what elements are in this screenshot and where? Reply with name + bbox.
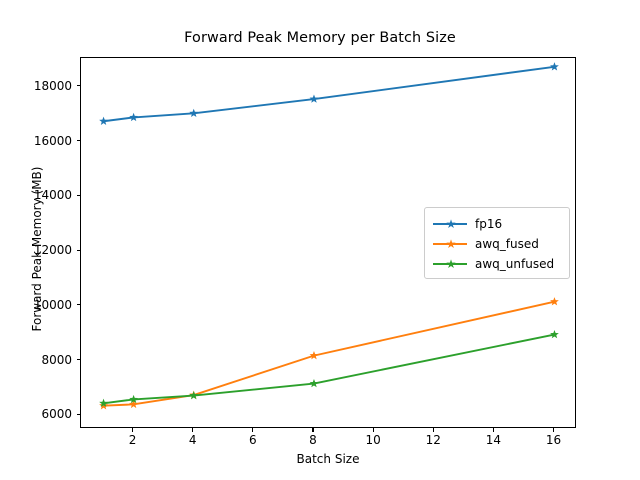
y-tick-mark bbox=[76, 140, 80, 142]
series-line bbox=[102, 333, 556, 405]
y-tick-mark bbox=[76, 359, 80, 361]
x-tick-label: 14 bbox=[485, 433, 501, 447]
legend-item-fp16[interactable]: ★ fp16 bbox=[433, 214, 561, 234]
legend-item-awq_fused[interactable]: ★ awq_fused bbox=[433, 234, 561, 254]
y-tick-label: 16000 bbox=[33, 133, 72, 148]
x-tick-mark bbox=[552, 428, 555, 432]
data-point-marker bbox=[99, 401, 108, 410]
x-tick-mark bbox=[192, 428, 194, 432]
y-tick-label: 12000 bbox=[33, 243, 72, 258]
y-tick-label: 14000 bbox=[33, 188, 72, 203]
legend-swatch: ★ bbox=[433, 217, 467, 231]
data-point-marker bbox=[129, 394, 138, 404]
x-tick-mark bbox=[132, 428, 134, 432]
data-point-marker bbox=[99, 116, 108, 125]
x-tick-label: 8 bbox=[309, 433, 317, 447]
x-tick-label: 6 bbox=[249, 433, 257, 447]
chart-title: Forward Peak Memory per Batch Size bbox=[184, 30, 456, 46]
legend-swatch: ★ bbox=[433, 237, 467, 251]
data-point-marker bbox=[550, 62, 559, 71]
y-tick-label: 10000 bbox=[33, 297, 72, 312]
legend: ★ fp16 ★ awq_fused ★ awq_unfused bbox=[424, 207, 570, 279]
legend-line bbox=[433, 223, 467, 225]
star-icon: ★ bbox=[445, 257, 457, 271]
y-tick-label: 8000 bbox=[41, 352, 72, 367]
data-point-marker bbox=[129, 112, 138, 122]
series-line bbox=[102, 300, 556, 407]
data-point-marker bbox=[550, 297, 559, 306]
series-awq_fused bbox=[99, 297, 559, 410]
legend-line bbox=[433, 263, 467, 265]
series-fp16 bbox=[99, 62, 559, 125]
y-tick-mark bbox=[76, 413, 80, 415]
x-tick-label: 16 bbox=[545, 433, 562, 447]
data-point-marker bbox=[189, 108, 199, 118]
x-tick-label: 10 bbox=[365, 433, 381, 447]
x-tick-mark bbox=[312, 428, 314, 432]
data-point-marker bbox=[550, 329, 559, 339]
legend-line bbox=[433, 243, 467, 245]
series-awq_unfused bbox=[99, 329, 559, 407]
x-axis-label: Batch Size bbox=[296, 452, 360, 466]
x-tick-mark bbox=[372, 428, 374, 432]
x-tick-label: 2 bbox=[128, 433, 137, 447]
legend-item-awq_unfused[interactable]: ★ awq_unfused bbox=[433, 254, 561, 274]
x-tick-label: 4 bbox=[188, 433, 197, 447]
legend-label: awq_unfused bbox=[475, 257, 555, 271]
data-point-marker bbox=[189, 391, 199, 400]
y-tick-mark bbox=[76, 249, 80, 251]
x-tick-label: 12 bbox=[425, 433, 441, 447]
x-tick-mark bbox=[432, 428, 434, 432]
data-point-marker bbox=[309, 94, 319, 103]
data-point-marker bbox=[309, 378, 319, 388]
y-tick-label: 18000 bbox=[33, 78, 72, 93]
data-point-marker bbox=[99, 398, 108, 407]
star-icon: ★ bbox=[445, 237, 457, 251]
y-tick-label: 6000 bbox=[41, 407, 72, 422]
y-tick-mark bbox=[76, 85, 80, 87]
data-point-marker bbox=[309, 351, 319, 360]
data-point-marker bbox=[129, 399, 138, 409]
legend-label: fp16 bbox=[475, 217, 503, 231]
x-tick-mark bbox=[252, 428, 254, 432]
y-tick-mark bbox=[76, 194, 80, 196]
star-icon: ★ bbox=[445, 217, 457, 231]
series-plot bbox=[99, 62, 559, 410]
y-tick-mark bbox=[76, 304, 80, 306]
x-tick-mark bbox=[492, 428, 494, 432]
legend-label: awq_fused bbox=[475, 237, 539, 251]
legend-swatch: ★ bbox=[433, 257, 467, 271]
series-line bbox=[102, 65, 556, 123]
